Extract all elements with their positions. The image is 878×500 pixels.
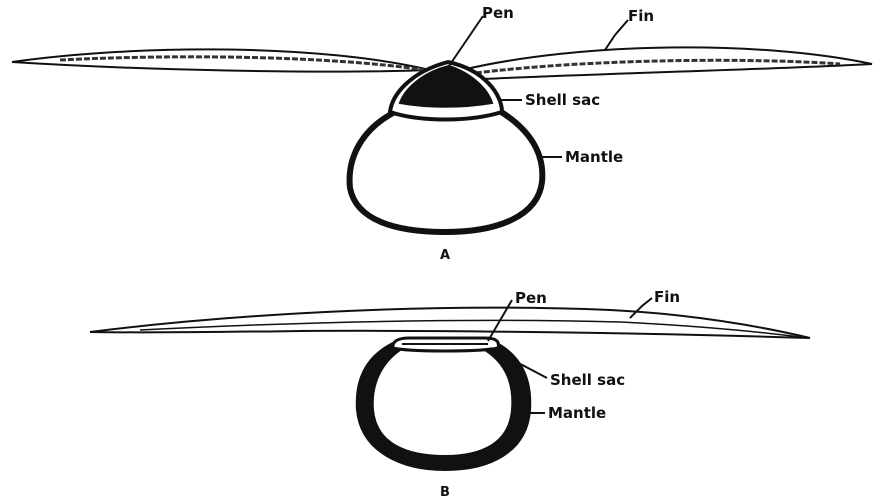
mantle-b-inner (373, 350, 513, 456)
figure-a: Pen Fin Shell sac Mantle A (12, 4, 872, 263)
panel-letter-b: B (440, 485, 450, 500)
label-mantle-b: Mantle (548, 404, 606, 422)
label-pen-a: Pen (482, 4, 514, 22)
fin-a-left (12, 49, 430, 71)
panel-letter-a: A (440, 248, 450, 263)
label-fin-a: Fin (628, 7, 654, 25)
label-pen-b: Pen (515, 289, 547, 307)
mantle-a (350, 110, 543, 232)
label-fin-b: Fin (654, 288, 680, 306)
label-shell-sac-a: Shell sac (525, 91, 600, 109)
fin-a-right (462, 47, 872, 80)
fin-b (90, 308, 810, 338)
leader-fin-a (605, 20, 628, 50)
figure-b: Pen Fin Shell sac Mantle B (90, 288, 810, 500)
label-mantle-a: Mantle (565, 148, 623, 166)
leader-pen-a (449, 16, 483, 66)
label-shell-sac-b: Shell sac (550, 371, 625, 389)
